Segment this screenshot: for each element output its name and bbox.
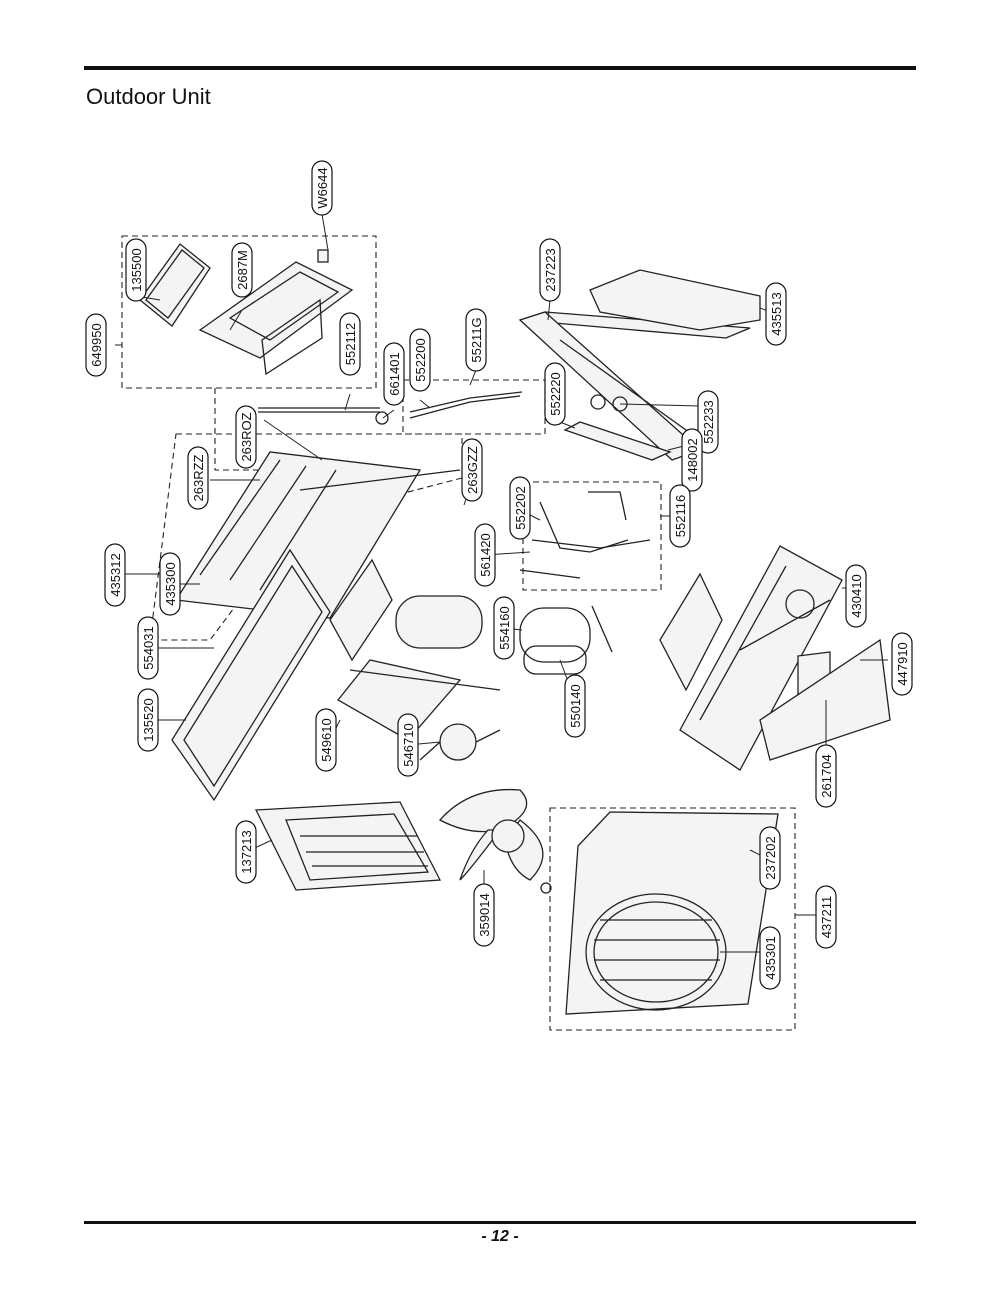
callout-text: 263RZZ <box>191 454 206 501</box>
callout-661401: 661401 <box>383 342 405 406</box>
callout-550140: 550140 <box>564 674 586 738</box>
callout-text: 561420 <box>478 533 493 576</box>
callout-549610: 549610 <box>315 708 337 772</box>
callout-text: 554160 <box>497 606 512 649</box>
callout-text: 552116 <box>673 495 688 537</box>
callout-text: 435513 <box>769 292 784 335</box>
callout-552116: 552116 <box>669 484 691 548</box>
control-box-pcb-part <box>198 249 354 376</box>
callout-359014: 359014 <box>473 883 495 947</box>
callout-447910: 447910 <box>891 632 913 696</box>
callout-435301: 435301 <box>759 926 781 990</box>
fan-motor-part <box>419 723 501 761</box>
right-side-panel-part <box>679 545 843 771</box>
callout-552220: 552220 <box>544 362 566 426</box>
front-panel-part <box>565 811 779 1015</box>
page-number: - 12 - <box>481 1228 519 1245</box>
callout-text: 661401 <box>387 352 402 395</box>
callout-text: 237202 <box>763 836 778 879</box>
callout-561420: 561420 <box>474 523 496 587</box>
callout-text: 437211 <box>819 896 834 938</box>
callout-text: 430410 <box>849 574 864 617</box>
callout-552112: 552112 <box>339 312 361 376</box>
callout-263RZZ: 263RZZ <box>187 446 209 510</box>
control-box-cover-part <box>139 243 211 327</box>
callout-text: 435300 <box>163 562 178 605</box>
callout-text: 435301 <box>763 936 778 979</box>
compressor-part <box>395 595 613 675</box>
callout-text: 55211G <box>469 317 484 362</box>
callout-546710: 546710 <box>397 713 419 777</box>
cabinet-group <box>149 433 463 641</box>
header-rule <box>84 66 916 70</box>
callout-552200: 552200 <box>409 328 431 392</box>
callout-text: 549610 <box>319 718 334 761</box>
callout-430410: 430410 <box>845 564 867 628</box>
sensor-tubes-part <box>258 391 523 425</box>
callout-437211: 437211 <box>815 885 837 949</box>
callout-435300: 435300 <box>159 552 181 616</box>
callout-text: 137213 <box>239 830 254 873</box>
callout-261704: 261704 <box>815 744 837 808</box>
callout-text: 554031 <box>141 626 156 669</box>
callout-text: 135520 <box>141 698 156 741</box>
callout-text: 148002 <box>685 438 700 481</box>
callout-649950: 649950 <box>85 313 107 377</box>
callout-text: 263GZZ <box>465 446 480 494</box>
piping-assembly-part <box>519 491 651 579</box>
propeller-fan-part <box>438 788 552 894</box>
sensor-group <box>402 379 546 435</box>
callout-263GZZ: 263GZZ <box>461 438 483 502</box>
callout-435312: 435312 <box>104 543 126 607</box>
callout-554160: 554160 <box>493 596 515 660</box>
partition-part <box>659 572 723 692</box>
grille-panel-part <box>254 801 442 891</box>
callout-554031: 554031 <box>137 616 159 680</box>
callout-237202: 237202 <box>759 826 781 890</box>
callout-435513: 435513 <box>765 282 787 346</box>
callout-labels: 649950 135500 2687M W6644 552112 661401 552200… <box>85 160 913 990</box>
callout-text: W6644 <box>315 167 330 208</box>
callout-2687M: 2687M <box>231 242 253 298</box>
piping-group <box>522 481 662 591</box>
callout-text: 546710 <box>401 723 416 766</box>
callout-text: 552112 <box>343 323 358 365</box>
callout-135520: 135520 <box>137 688 159 752</box>
top-cover-part <box>518 311 751 461</box>
callout-text: 359014 <box>477 893 492 936</box>
callout-text: 552200 <box>413 338 428 381</box>
callout-text: 552233 <box>701 400 716 443</box>
callout-text: 261704 <box>819 754 834 797</box>
base-pan-part <box>329 558 501 741</box>
callout-55211G: 55211G <box>465 308 487 372</box>
callout-text: 2687M <box>235 250 250 290</box>
callout-text: 263ROZ <box>239 412 254 461</box>
callout-237223: 237223 <box>539 238 561 302</box>
callout-135500: 135500 <box>125 238 147 302</box>
footer-rule <box>84 1221 916 1224</box>
callout-137213: 137213 <box>235 820 257 884</box>
callout-text: 447910 <box>895 642 910 685</box>
callout-263ROZ: 263ROZ <box>235 405 257 469</box>
callout-text: 649950 <box>89 323 104 366</box>
callout-text: 237223 <box>543 248 558 291</box>
side-panel-part <box>171 548 331 802</box>
callout-text: 552220 <box>548 372 563 415</box>
callout-text: 552202 <box>513 486 528 529</box>
callout-text: 550140 <box>568 684 583 727</box>
handle-part <box>589 269 761 331</box>
callout-148002: 148002 <box>681 428 703 492</box>
callout-text: 135500 <box>129 248 144 291</box>
callout-552233: 552233 <box>697 390 719 454</box>
callout-text: 435312 <box>108 553 123 596</box>
page-title: Outdoor Unit <box>86 84 211 109</box>
callout-552202: 552202 <box>509 476 531 540</box>
front-grille-group <box>549 807 796 1031</box>
rear-grille-part <box>759 638 891 761</box>
callout-W6644: W6644 <box>311 160 333 216</box>
control-box-group <box>121 235 377 389</box>
